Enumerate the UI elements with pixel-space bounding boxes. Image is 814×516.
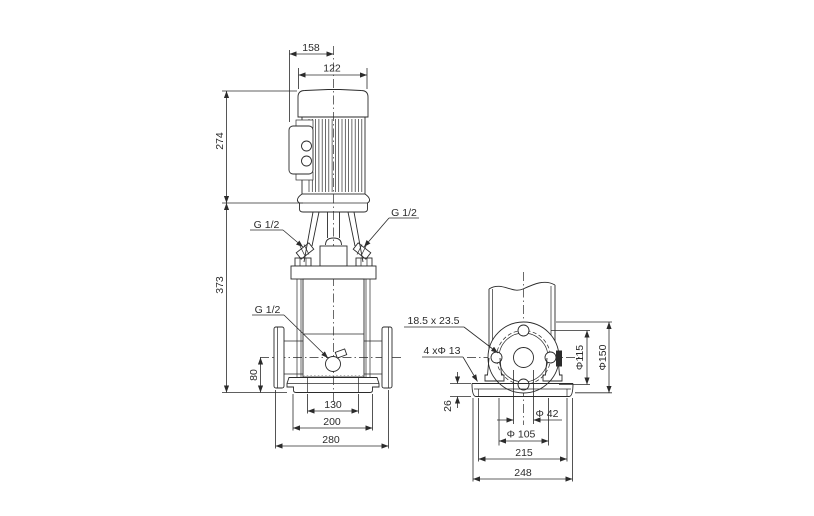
dim-248: 248 [472, 398, 573, 482]
base-slot-text: 18.5 x 23.5 [408, 315, 460, 327]
motor-fan-cover [297, 89, 369, 118]
dim-122-text: 122 [323, 63, 341, 75]
dim-200-text: 200 [323, 416, 341, 428]
dim-26-text: 26 [442, 400, 454, 412]
label-base-slot: 18.5 x 23.5 [404, 315, 499, 354]
coupling-dome [325, 237, 342, 246]
base-holes-front [307, 378, 359, 392]
dim-158: 158 [289, 42, 334, 122]
base-holes-text: 4 xΦ 13 [424, 345, 461, 357]
dim-80-text: 80 [248, 369, 260, 381]
vent-plug-left-shape [294, 242, 315, 267]
support-foot-left [484, 357, 505, 382]
bolt-hole-bottom [517, 378, 530, 391]
drain-plug [325, 356, 341, 372]
motor-stool-legs [303, 211, 364, 263]
dim-274: 274 [214, 90, 303, 204]
label-vent-plug-right: G 1/2 [363, 207, 419, 248]
port-bore-circle [513, 347, 534, 368]
side-view: 18.5 x 23.5 4 xΦ 13 Φ115 Φ150 26 [404, 272, 612, 482]
dim-373: 373 [214, 203, 287, 393]
port-flange-right [381, 326, 393, 389]
dim-280-text: 280 [322, 434, 340, 446]
dim-130-text: 130 [324, 399, 342, 411]
nameplate-edge [556, 350, 562, 367]
dim-274-text: 274 [214, 132, 226, 150]
port-flange-left [273, 326, 285, 389]
dim-105: Φ 105 [498, 398, 549, 446]
dim-150: Φ150 [556, 321, 612, 394]
dim-280: 280 [275, 390, 389, 449]
dim-115: Φ115 [551, 330, 590, 385]
label-vent-plug-left: G 1/2 [250, 219, 304, 248]
base-plate-holes [478, 389, 568, 396]
front-view: 158 122 274 373 80 130 [214, 42, 419, 449]
dim-130: 130 [307, 394, 359, 414]
dim-248-text: 248 [514, 467, 532, 479]
dim-105-text: Φ 105 [507, 429, 536, 441]
cable-entry-hole-bottom [301, 155, 312, 167]
dim-158-text: 158 [302, 42, 320, 54]
motor-flange-bell [296, 193, 371, 213]
support-foot-right [542, 357, 563, 382]
dim-200: 200 [292, 394, 373, 431]
coupling-guard-window [319, 245, 348, 267]
bolt-hole-top [517, 324, 530, 337]
base-plate-side [471, 383, 574, 397]
cable-entry-hole-top [301, 140, 312, 152]
dim-215: 215 [478, 398, 568, 462]
drain-plug-text: G 1/2 [255, 304, 281, 316]
label-drain-plug: G 1/2 [252, 304, 329, 359]
pump-head-flange [290, 265, 377, 280]
dim-122: 122 [298, 63, 368, 89]
dim-42: Φ 42 [497, 370, 562, 424]
dim-80: 80 [248, 357, 264, 393]
label-base-holes: 4 xΦ 13 [422, 345, 478, 382]
motor-fins [308, 119, 363, 192]
dim-150-text: Φ150 [597, 344, 609, 370]
dim-42-text: Φ 42 [536, 408, 559, 420]
dim-215-text: 215 [515, 447, 533, 459]
vent-plug-right-shape [352, 242, 373, 267]
vent-plug-left-text: G 1/2 [254, 219, 280, 231]
port-necks [284, 340, 382, 375]
drain-plug-spout [334, 348, 348, 359]
dim-115-text: Φ115 [574, 345, 586, 370]
dim-373-text: 373 [214, 276, 226, 294]
vent-plug-right-text: G 1/2 [391, 207, 417, 219]
pump-base-front [286, 377, 380, 393]
pump-sleeve [302, 278, 365, 378]
dim-26: 26 [442, 372, 471, 412]
column-break-line [488, 281, 556, 291]
